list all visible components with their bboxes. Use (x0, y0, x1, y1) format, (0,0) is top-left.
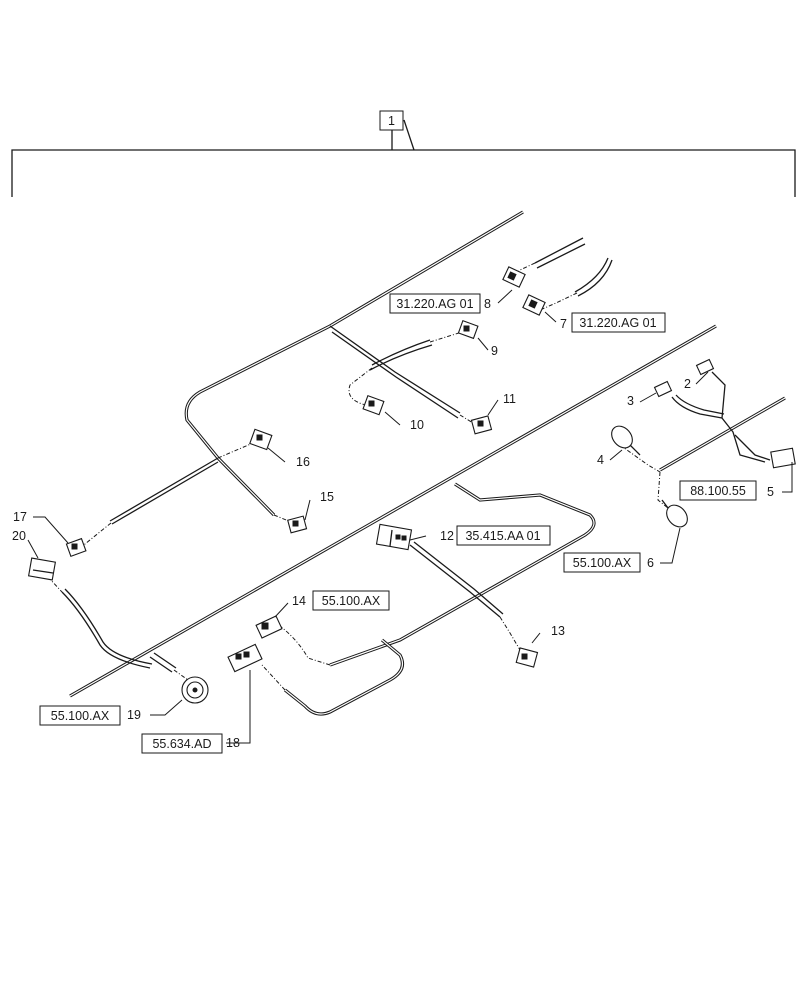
item-3-label: 3 (627, 394, 634, 408)
item-17-label: 17 (13, 510, 27, 524)
item-20-label: 20 (12, 529, 26, 543)
connector-7[interactable] (522, 294, 546, 316)
item-14-label: 14 (292, 594, 306, 608)
ref-31-220-ag-01-a[interactable]: 31.220.AG 01 (396, 297, 473, 311)
item-11-label: 11 (503, 392, 516, 406)
connector-16[interactable] (249, 428, 273, 451)
ref-55-100-ax-item19[interactable]: 55.100.AX (51, 709, 110, 723)
item-2-label: 2 (684, 377, 691, 391)
item-7-label: 7 (560, 317, 567, 331)
ref-31-220-ag-01-b[interactable]: 31.220.AG 01 (579, 316, 656, 330)
item-12-label: 12 (440, 529, 454, 543)
connector-11[interactable] (470, 415, 493, 435)
item-18-label: 18 (226, 736, 240, 750)
item-13-label: 13 (551, 624, 565, 638)
item-6-label: 6 (647, 556, 654, 570)
item-9-label: 9 (491, 344, 498, 358)
connector-13[interactable] (515, 647, 539, 668)
right-harness (619, 371, 771, 509)
item-1-label: 1 (388, 114, 395, 128)
item-10-label: 10 (410, 418, 424, 432)
item-19-label: 19 (127, 708, 141, 722)
connector-10[interactable] (362, 394, 385, 416)
item-8-label: 8 (484, 297, 491, 311)
connector-15[interactable] (287, 515, 308, 534)
connector-6[interactable] (661, 499, 692, 531)
item-5-label: 5 (767, 485, 774, 499)
connector-20[interactable] (27, 557, 57, 581)
connector-9[interactable] (457, 319, 479, 340)
connector-4[interactable] (607, 422, 641, 456)
item-16-label: 16 (296, 455, 310, 469)
ref-35-415-aa-01[interactable]: 35.415.AA 01 (465, 529, 540, 543)
item-15-label: 15 (320, 490, 334, 504)
connector-2[interactable] (695, 358, 715, 376)
ref-55-100-ax-item14[interactable]: 55.100.AX (322, 594, 381, 608)
connector-19[interactable] (181, 676, 209, 704)
left-lower-harness (47, 576, 189, 681)
connector-12[interactable] (375, 523, 413, 551)
assembly-bracket (11, 119, 796, 197)
connector-18[interactable] (227, 643, 263, 673)
lower-harness (261, 482, 596, 716)
connector-17[interactable] (65, 537, 87, 558)
main-trunk (69, 324, 786, 698)
item-1-callout: 1 (379, 110, 404, 131)
connector-8[interactable] (502, 266, 526, 288)
ref-55-100-ax-item6[interactable]: 55.100.AX (573, 556, 632, 570)
connector-5[interactable] (770, 447, 796, 469)
ref-88-100-55[interactable]: 88.100.55 (690, 484, 746, 498)
reference-boxes: 31.220.AG 01 31.220.AG 01 88.100.55 55.1… (39, 293, 757, 754)
connector-14[interactable] (255, 615, 283, 639)
callouts: 8 7 9 10 11 16 15 17 20 12 13 14 18 19 2… (12, 289, 793, 750)
ref-55-634-ad[interactable]: 55.634.AD (152, 737, 211, 751)
upper-harness (109, 210, 613, 525)
connector-3[interactable] (653, 380, 673, 398)
item-4-label: 4 (597, 453, 604, 467)
